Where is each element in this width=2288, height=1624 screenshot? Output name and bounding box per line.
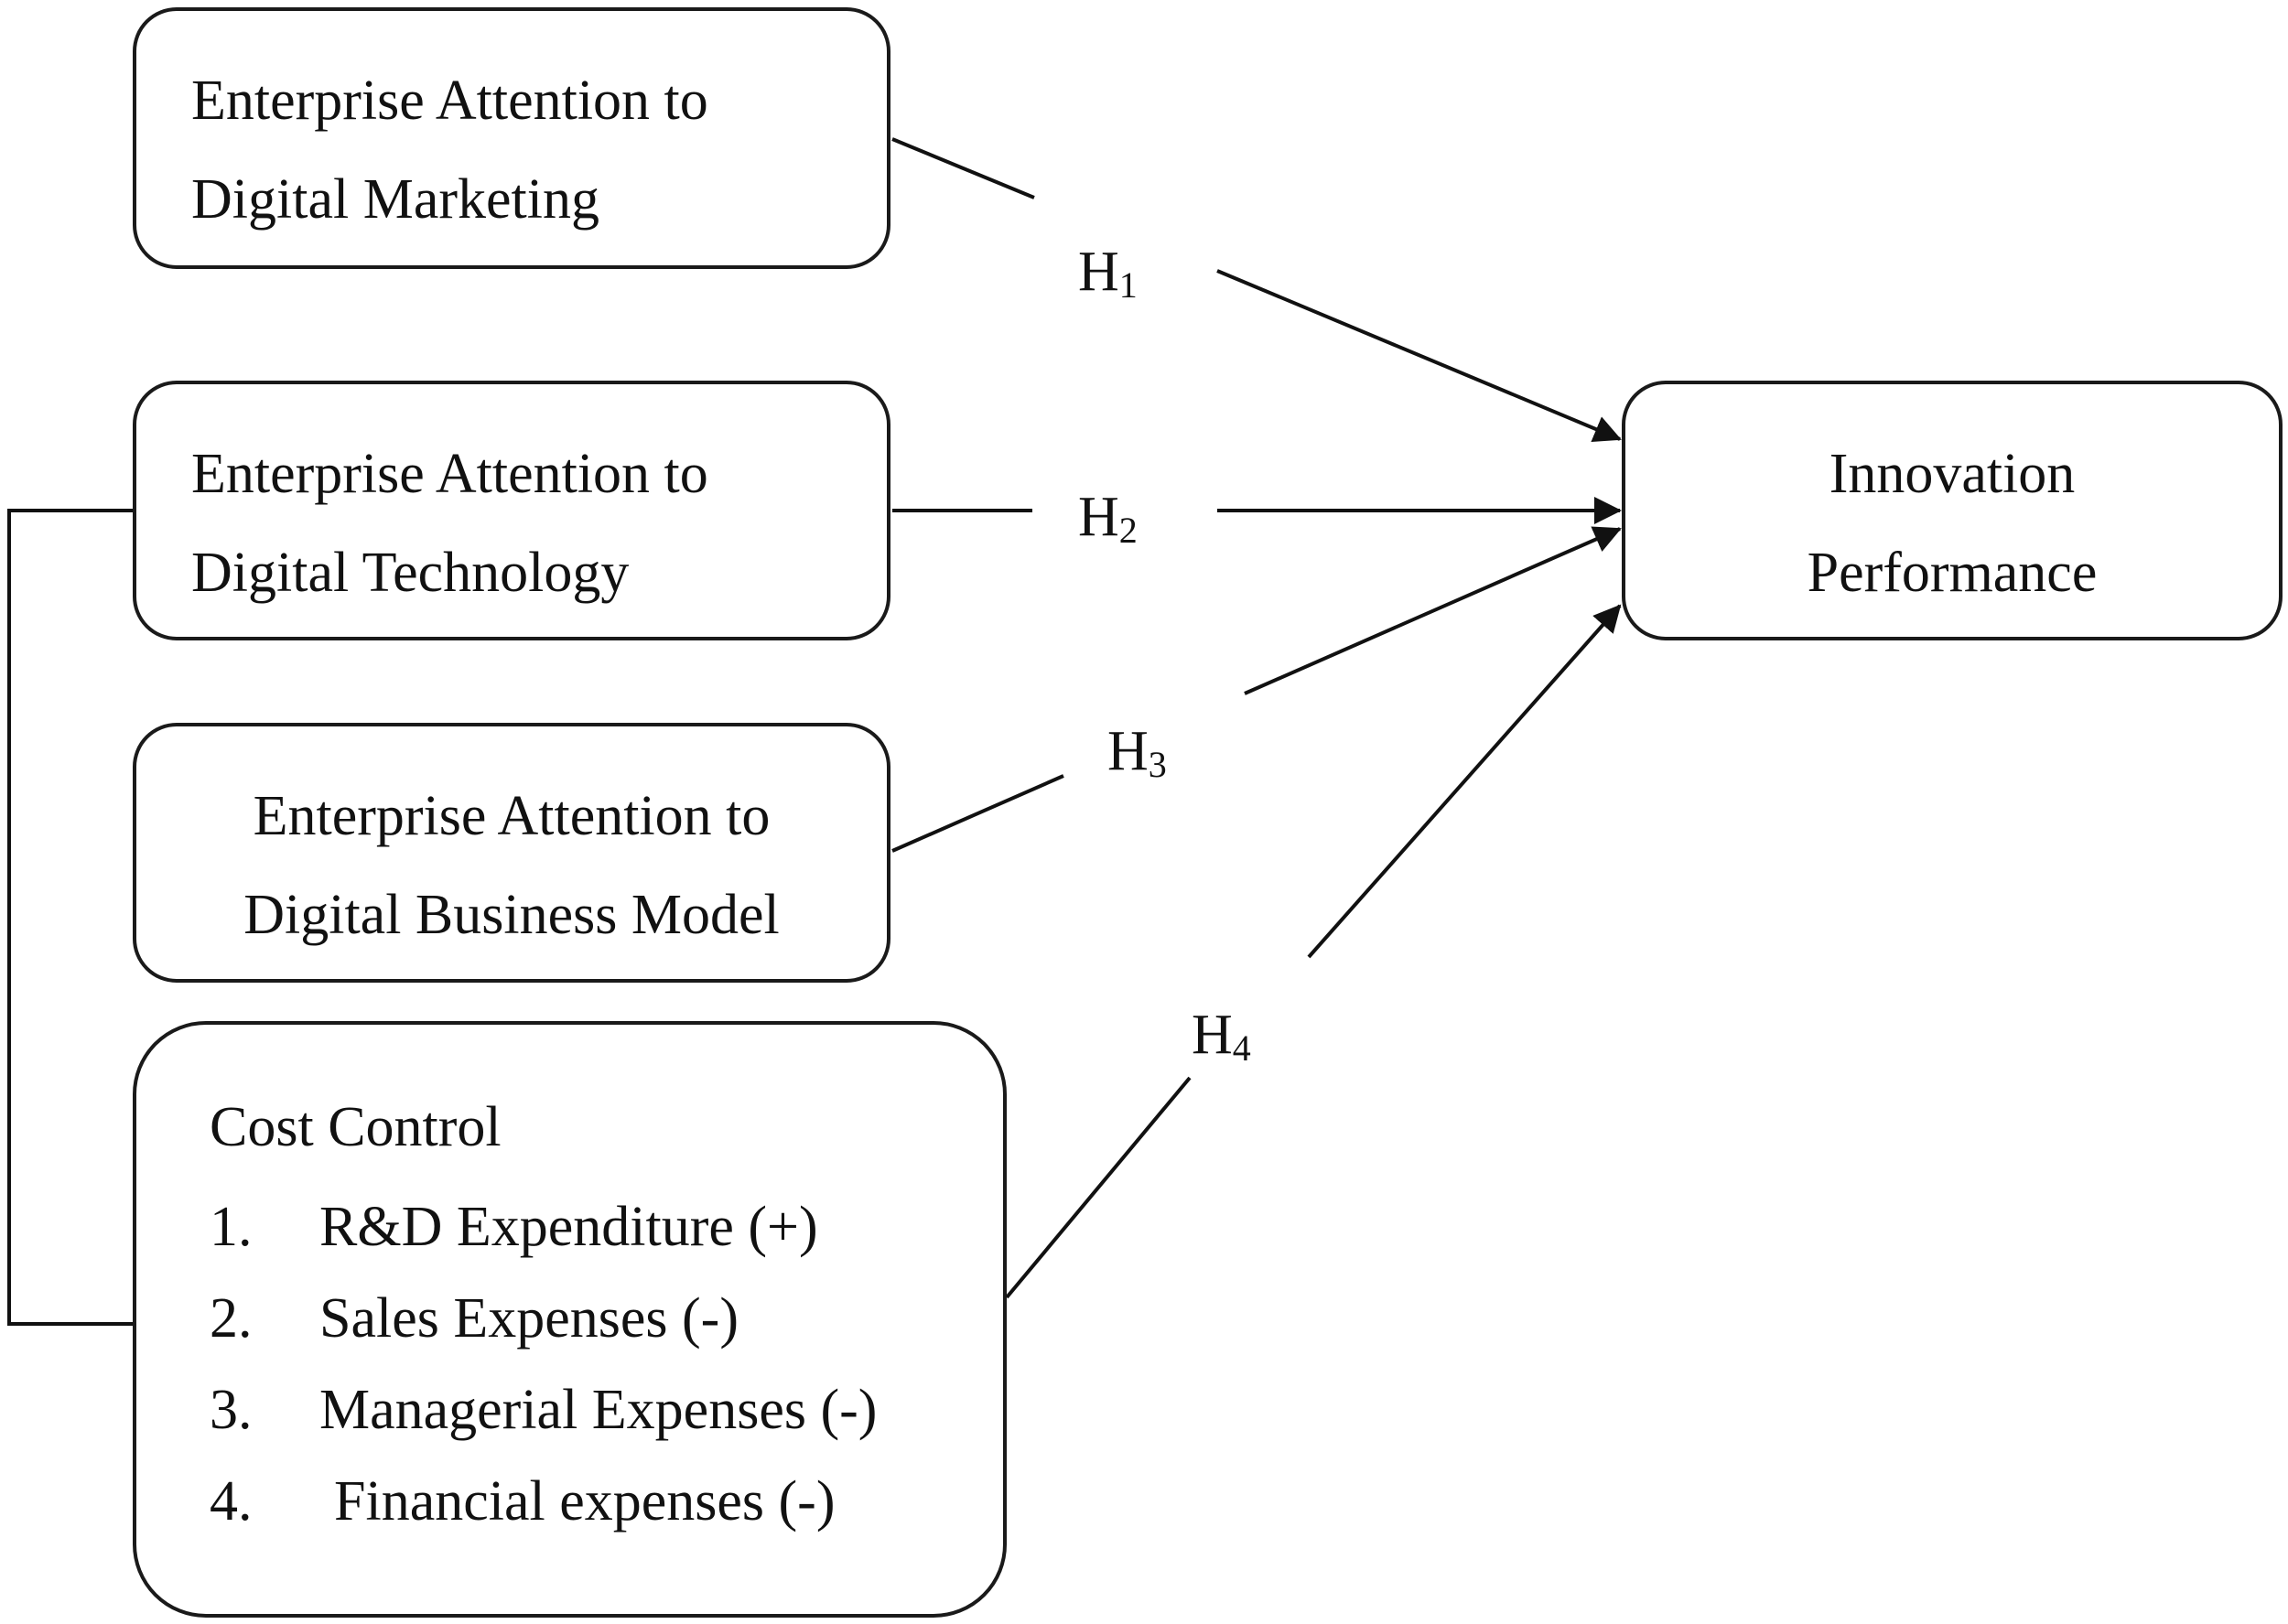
- cost-control-item-text: R&D Expenditure (+): [319, 1196, 818, 1258]
- cost-control-item-number: 2.: [210, 1287, 253, 1350]
- h3-path-segment-1: [891, 774, 1064, 853]
- hypothesis-letter: H: [1078, 241, 1119, 303]
- hypothesis-subscript: 3: [1148, 744, 1167, 785]
- box-innovation-performance-line2: Performance: [1807, 542, 2098, 604]
- hypothesis-letter: H: [1192, 1004, 1233, 1066]
- box-cost-control: Cost Control 1. R&D Expenditure (+) 2. S…: [133, 1021, 1007, 1618]
- box-digital-technology: Enterprise Attention to Digital Technolo…: [133, 381, 890, 640]
- cost-control-item-text: Managerial Expenses (-): [319, 1379, 878, 1441]
- cost-control-item-number: 1.: [210, 1196, 253, 1258]
- hypothesis-subscript: 4: [1232, 1027, 1251, 1069]
- cost-control-item: 3. Managerial Expenses (-): [210, 1382, 997, 1438]
- box-digital-technology-line2: Digital Technology: [191, 542, 630, 604]
- hypothesis-label-h4: H4: [1192, 1006, 1251, 1077]
- h1-arrow: [1216, 269, 1622, 443]
- hypothesis-label-h2: H2: [1078, 489, 1138, 559]
- hypothesis-letter: H: [1078, 486, 1119, 548]
- box-digital-marketing: Enterprise Attention to Digital Marketin…: [133, 7, 890, 269]
- box-digital-technology-line1: Enterprise Attention to: [191, 443, 708, 505]
- cost-control-item: 1. R&D Expenditure (+): [210, 1199, 997, 1255]
- box-digital-business-model: Enterprise Attention to Digital Business…: [133, 723, 890, 983]
- box-digital-marketing-line2: Digital Marketing: [191, 168, 599, 231]
- hypothesis-subscript: 2: [1118, 510, 1138, 551]
- box-digital-marketing-line1: Enterprise Attention to: [191, 70, 708, 132]
- cost-control-item: 4. Financial expenses (-): [210, 1473, 997, 1530]
- h4-path-segment-1: [1005, 1076, 1192, 1299]
- bracket-connector: [7, 509, 135, 1326]
- hypothesis-label-h3: H3: [1107, 723, 1167, 793]
- hypothesis-subscript: 1: [1118, 264, 1138, 306]
- box-digital-business-model-line1: Enterprise Attention to: [253, 785, 771, 847]
- cost-control-item: 2. Sales Expenses (-): [210, 1290, 997, 1347]
- cost-control-item-text: Sales Expenses (-): [319, 1287, 739, 1350]
- cost-control-item-text: Financial expenses (-): [334, 1470, 836, 1533]
- hypothesis-label-h1: H1: [1078, 243, 1138, 314]
- h3-arrow: [1244, 526, 1622, 695]
- cost-control-title: Cost Control: [210, 1096, 502, 1158]
- box-digital-business-model-line2: Digital Business Model: [243, 884, 780, 946]
- cost-control-item-number: 4.: [210, 1470, 253, 1533]
- h4-arrow: [1307, 604, 1622, 959]
- hypothesis-letter: H: [1107, 720, 1149, 782]
- box-innovation-performance-line1: Innovation: [1829, 443, 2076, 505]
- box-innovation-performance: Innovation Performance: [1622, 381, 2283, 640]
- cost-control-item-number: 3.: [210, 1379, 253, 1441]
- h1-path-segment-1: [891, 137, 1035, 199]
